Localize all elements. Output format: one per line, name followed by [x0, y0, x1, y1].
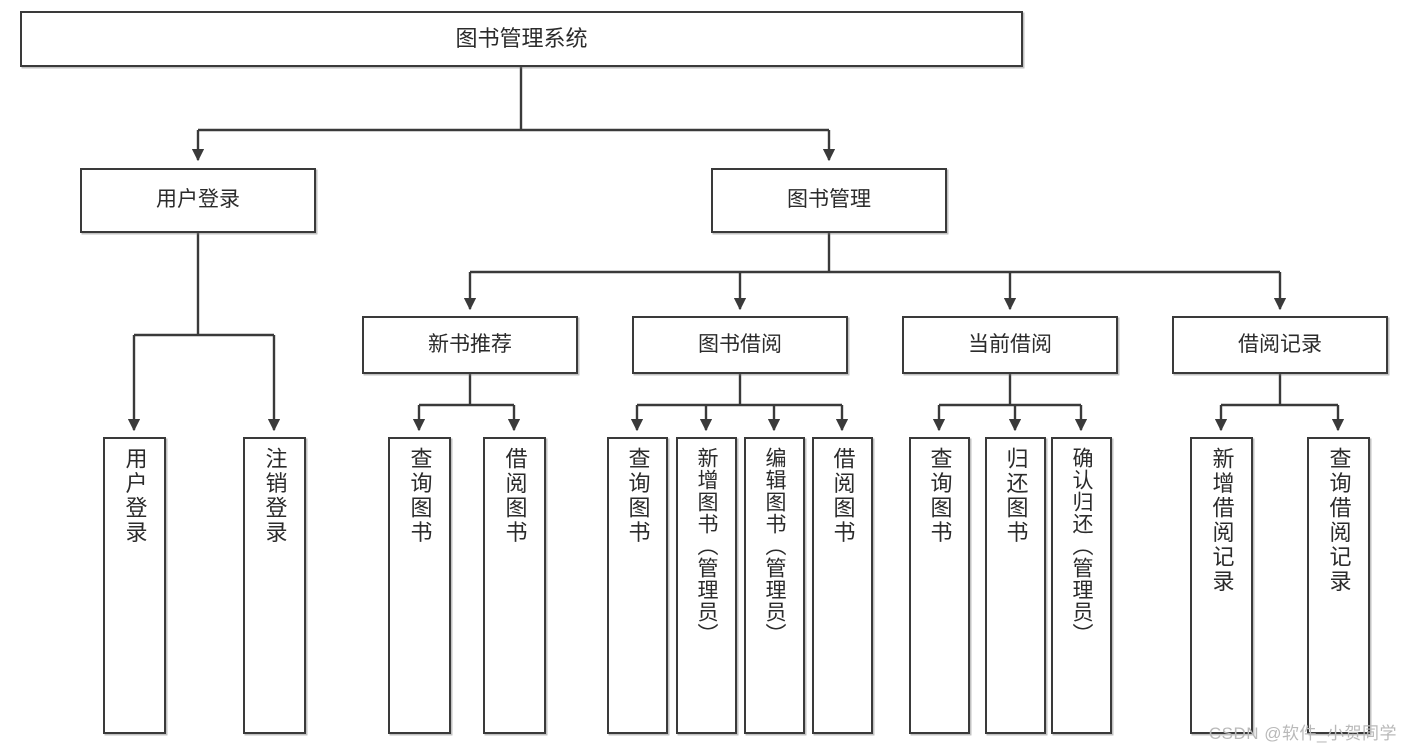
leaf-logout-label: 注销登录 — [262, 447, 288, 545]
node-book-manage-label: 图书管理 — [787, 188, 871, 212]
leaf-query-record-label: 查询借阅记录 — [1326, 447, 1352, 594]
leaf-confirm-return[interactable]: 确认归还（管理员） — [1051, 437, 1112, 734]
node-book-borrow[interactable]: 图书借阅 — [632, 316, 848, 374]
leaf-user-login-label: 用户登录 — [122, 447, 148, 545]
leaf-edit-book-label: 编辑图书（管理员） — [763, 447, 786, 645]
leaf-borrow-book-2-label: 借阅图书 — [830, 447, 856, 545]
node-borrow-record-label: 借阅记录 — [1238, 332, 1322, 356]
node-book-manage[interactable]: 图书管理 — [711, 168, 947, 233]
leaf-query-book-2[interactable]: 查询图书 — [607, 437, 668, 734]
csdn-watermark: CSDN @软件_小贺同学 — [1208, 724, 1397, 743]
leaf-edit-book[interactable]: 编辑图书（管理员） — [744, 437, 805, 734]
node-current-borrow[interactable]: 当前借阅 — [902, 316, 1118, 374]
leaf-user-login[interactable]: 用户登录 — [103, 437, 166, 734]
node-new-book-rec[interactable]: 新书推荐 — [362, 316, 578, 374]
node-root-label: 图书管理系统 — [455, 26, 588, 52]
leaf-query-book-3-label: 查询图书 — [927, 447, 953, 545]
leaf-borrow-book-2[interactable]: 借阅图书 — [812, 437, 873, 734]
leaf-query-book-2-label: 查询图书 — [625, 447, 651, 545]
leaf-query-book-3[interactable]: 查询图书 — [909, 437, 970, 734]
node-root[interactable]: 图书管理系统 — [20, 11, 1023, 67]
node-new-book-rec-label: 新书推荐 — [428, 332, 512, 356]
leaf-logout[interactable]: 注销登录 — [243, 437, 306, 734]
node-borrow-record[interactable]: 借阅记录 — [1172, 316, 1388, 374]
leaf-confirm-return-label: 确认归还（管理员） — [1070, 447, 1093, 645]
leaf-add-book-label: 新增图书（管理员） — [695, 447, 718, 645]
leaf-add-record[interactable]: 新增借阅记录 — [1190, 437, 1253, 734]
leaf-query-book-1-label: 查询图书 — [407, 447, 433, 545]
leaf-borrow-book-1-label: 借阅图书 — [502, 447, 528, 545]
leaf-return-book[interactable]: 归还图书 — [985, 437, 1046, 734]
leaf-query-book-1[interactable]: 查询图书 — [388, 437, 451, 734]
node-user-login[interactable]: 用户登录 — [80, 168, 316, 233]
leaf-add-book[interactable]: 新增图书（管理员） — [676, 437, 737, 734]
node-book-borrow-label: 图书借阅 — [698, 332, 782, 356]
leaf-add-record-label: 新增借阅记录 — [1209, 447, 1235, 594]
leaf-borrow-book-1[interactable]: 借阅图书 — [483, 437, 546, 734]
node-current-borrow-label: 当前借阅 — [968, 332, 1052, 356]
leaf-query-record[interactable]: 查询借阅记录 — [1307, 437, 1370, 734]
leaf-return-book-label: 归还图书 — [1003, 447, 1029, 545]
node-user-login-label: 用户登录 — [156, 188, 240, 212]
